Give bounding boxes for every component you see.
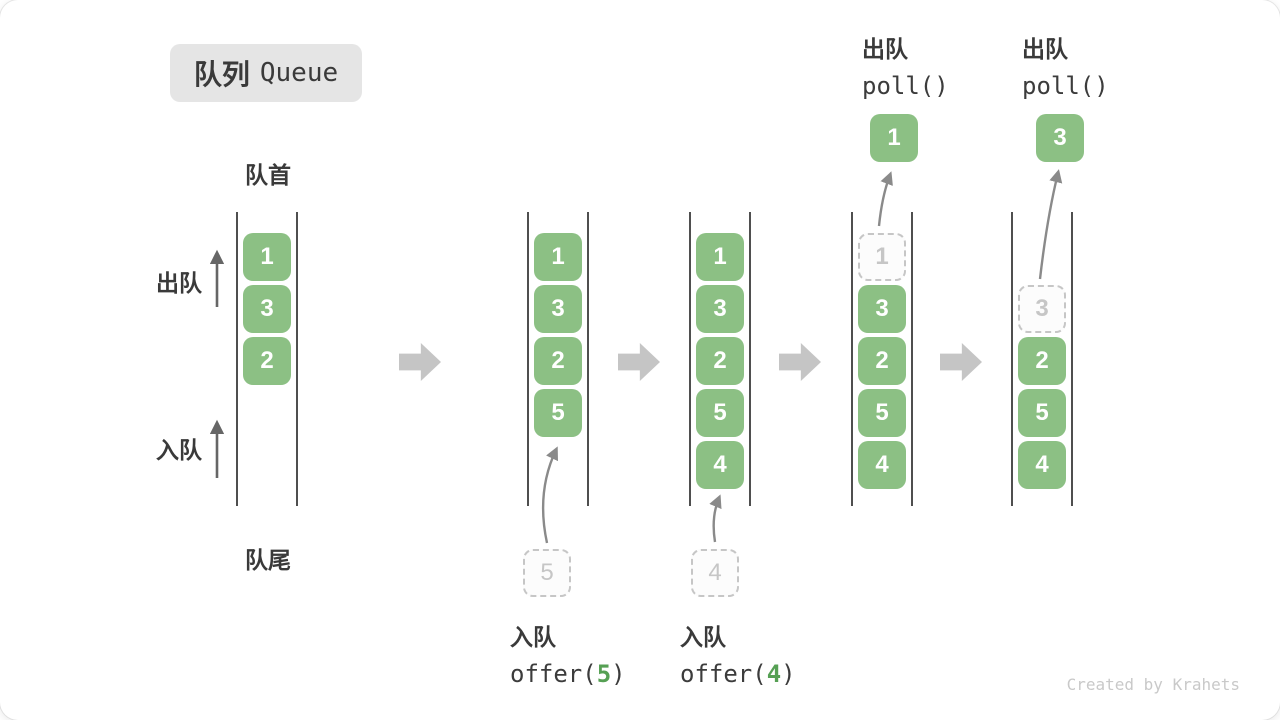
queue-item: 3 [243,285,291,333]
dequeued-item: 1 [870,114,918,162]
dequeued-item: 3 [1036,114,1084,162]
queue-item: 3 [534,285,582,333]
call-suffix: ) [611,660,626,688]
title-en: Queue [259,58,339,88]
queue-item: 2 [1018,337,1066,385]
queue-item: 2 [696,337,744,385]
queue-column: 1 3 2 5 [527,212,589,506]
queue-item: 2 [534,337,582,385]
call-suffix: ) [781,660,796,688]
queue-item: 5 [696,389,744,437]
queue-rear-label: 队尾 [245,547,291,573]
queue-item: 5 [534,389,582,437]
queue-item: 5 [858,389,906,437]
enqueue-op-call: offer(4) [680,660,796,688]
queue-item: 1 [534,233,582,281]
enqueue-operation-2: 入队 offer(4) [680,618,796,688]
queue-item: 4 [1018,441,1066,489]
dequeue-operation-1: 出队 poll() [862,30,949,100]
dequeue-op-label: 出队 [862,36,908,62]
call-prefix: offer( [510,660,597,688]
queue-column: 1 3 2 5 4 [689,212,751,506]
queue-item: 1 [696,233,744,281]
dequeue-operation-2: 出队 poll() [1022,30,1109,100]
pending-item: 4 [691,549,739,597]
enqueue-operation-1: 入队 offer(5) [510,618,626,688]
pending-item: 5 [523,549,571,597]
enqueue-op-call: offer(5) [510,660,626,688]
queue-item: 4 [696,441,744,489]
queue-item: 3 [696,285,744,333]
queue-item: 1 [243,233,291,281]
title-zh: 队列 [193,59,250,90]
dequeue-direction-label: 出队 [156,270,202,296]
call-arg: 5 [596,660,612,688]
watermark: Created by Krahets [1066,675,1240,694]
queue-item-removed: 3 [1018,285,1066,333]
queue-item: 5 [1018,389,1066,437]
enqueue-op-label: 入队 [510,624,556,650]
queue-item: 2 [858,337,906,385]
queue-item-removed: 1 [858,233,906,281]
queue-item: 3 [858,285,906,333]
enqueue-direction-label: 入队 [156,437,202,463]
dequeue-op-call: poll() [1022,72,1109,100]
dequeue-op-call: poll() [862,72,949,100]
step-arrow-icon [779,343,821,381]
queue-item: 2 [243,337,291,385]
queue-column: 3 2 5 4 [1011,212,1073,506]
enqueue-op-label: 入队 [680,624,726,650]
queue-column: 1 3 2 5 4 [851,212,913,506]
call-arg: 4 [766,660,782,688]
step-arrow-icon [618,343,660,381]
call-prefix: offer( [680,660,767,688]
step-arrow-icon [399,343,441,381]
dequeue-op-label: 出队 [1022,36,1068,62]
queue-column: 1 3 2 [236,212,298,506]
queue-front-label: 队首 [245,162,291,188]
queue-item: 4 [858,441,906,489]
title-badge: 队列 Queue [170,44,362,102]
step-arrow-icon [940,343,982,381]
